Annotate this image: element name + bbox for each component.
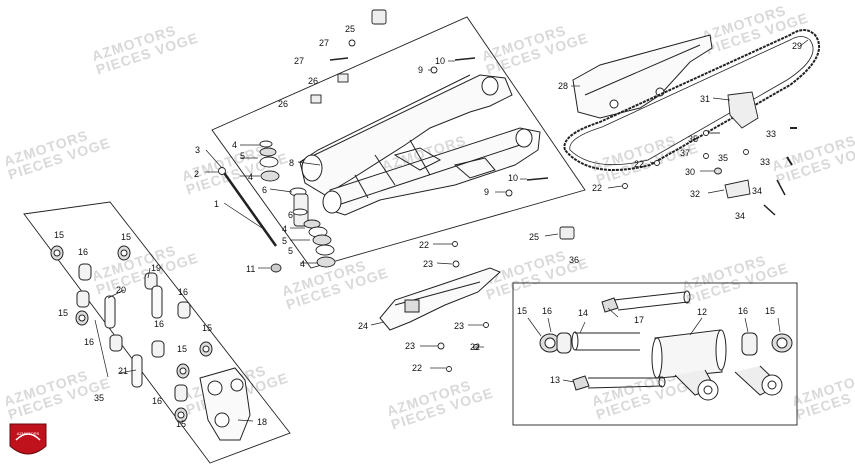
callout-32: 32	[690, 189, 700, 199]
callout-16: 16	[154, 319, 164, 329]
callout-22: 22	[412, 363, 422, 373]
chain-adjuster-24	[379, 267, 501, 331]
callout-23: 23	[423, 259, 433, 269]
swingarm-group-frame	[211, 16, 586, 269]
callout-23: 23	[454, 321, 464, 331]
callout-18: 18	[257, 417, 267, 427]
callout-9: 9	[418, 65, 423, 75]
callout-25: 25	[345, 24, 355, 34]
callout-11: 11	[246, 264, 255, 274]
callout-5: 5	[288, 246, 293, 256]
callout-37: 37	[680, 148, 690, 158]
callout-22: 22	[470, 342, 480, 352]
callout-15: 15	[202, 323, 212, 333]
callout-4: 4	[248, 172, 253, 182]
callout-21: 21	[118, 366, 128, 376]
callout-4: 4	[232, 140, 237, 150]
callout-29: 29	[792, 41, 802, 51]
callout-3: 3	[195, 145, 200, 155]
callout-12: 12	[697, 307, 707, 317]
chain-block-32	[724, 179, 751, 199]
chain-slider	[727, 91, 759, 129]
bearing-kit-parts	[50, 245, 251, 441]
callout-35: 35	[688, 134, 698, 144]
bearing-stack-lower	[303, 219, 336, 268]
azmotors-logo: AZMOTORS	[9, 423, 47, 455]
callout-5: 5	[240, 151, 245, 161]
swingarm	[299, 74, 541, 216]
callout-22: 22	[634, 159, 644, 169]
callout-15: 15	[176, 419, 186, 429]
callout-2: 2	[194, 169, 199, 179]
callout-27: 27	[319, 38, 329, 48]
callout-26: 26	[308, 76, 318, 86]
linkage-assembly	[539, 290, 793, 401]
callout-23: 23	[405, 341, 415, 351]
callout-28: 28	[558, 81, 568, 91]
chain-guard	[572, 34, 713, 119]
callout-20: 20	[116, 285, 126, 295]
callout-14: 14	[578, 308, 588, 318]
callout-10: 10	[508, 173, 518, 183]
callout-25: 25	[529, 232, 539, 242]
callout-33: 33	[766, 129, 776, 139]
callout-16: 16	[152, 396, 162, 406]
logo-text: AZMOTORS	[17, 431, 40, 436]
callout-27: 27	[294, 56, 304, 66]
callout-6: 6	[262, 185, 267, 195]
callout-34: 34	[735, 211, 745, 221]
callout-16: 16	[84, 337, 94, 347]
callout-15: 15	[177, 344, 187, 354]
callout-30: 30	[685, 167, 695, 177]
leader-lines	[94, 39, 809, 422]
callout-6: 6	[288, 210, 293, 220]
pad-25-top	[371, 9, 387, 25]
linkage-group-frame	[512, 282, 798, 426]
callout-16: 16	[78, 247, 88, 257]
callout-34: 34	[752, 186, 762, 196]
callout-10: 10	[435, 56, 445, 66]
callout-15: 15	[54, 230, 64, 240]
callout-22: 22	[419, 240, 429, 250]
callout-5: 5	[282, 236, 287, 246]
callout-26: 26	[278, 99, 288, 109]
callout-13: 13	[550, 375, 560, 385]
callout-35: 35	[718, 153, 728, 163]
callout-15: 15	[517, 306, 527, 316]
callout-15: 15	[121, 232, 131, 242]
bearing-group-frame	[23, 201, 291, 464]
bearing-stack-upper	[259, 140, 309, 227]
callout-9: 9	[484, 187, 489, 197]
callout-35: 35	[94, 393, 104, 403]
pad-25	[559, 226, 575, 240]
callout-16: 16	[738, 306, 748, 316]
callout-31: 31	[700, 94, 710, 104]
callout-16: 16	[178, 287, 188, 297]
callout-15: 15	[765, 306, 775, 316]
pivot-bolt	[218, 167, 282, 273]
callout-16: 16	[542, 306, 552, 316]
callout-1: 1	[214, 199, 219, 209]
callout-15: 15	[58, 308, 68, 318]
callout-19: 19	[151, 263, 161, 273]
callout-4: 4	[282, 224, 287, 234]
callout-17: 17	[634, 315, 644, 325]
callout-8: 8	[289, 158, 294, 168]
callout-24: 24	[358, 321, 368, 331]
drive-chain	[563, 29, 820, 171]
callout-33: 33	[760, 157, 770, 167]
callout-4: 4	[300, 259, 305, 269]
callout-36: 36	[569, 255, 579, 265]
callout-22: 22	[592, 183, 602, 193]
